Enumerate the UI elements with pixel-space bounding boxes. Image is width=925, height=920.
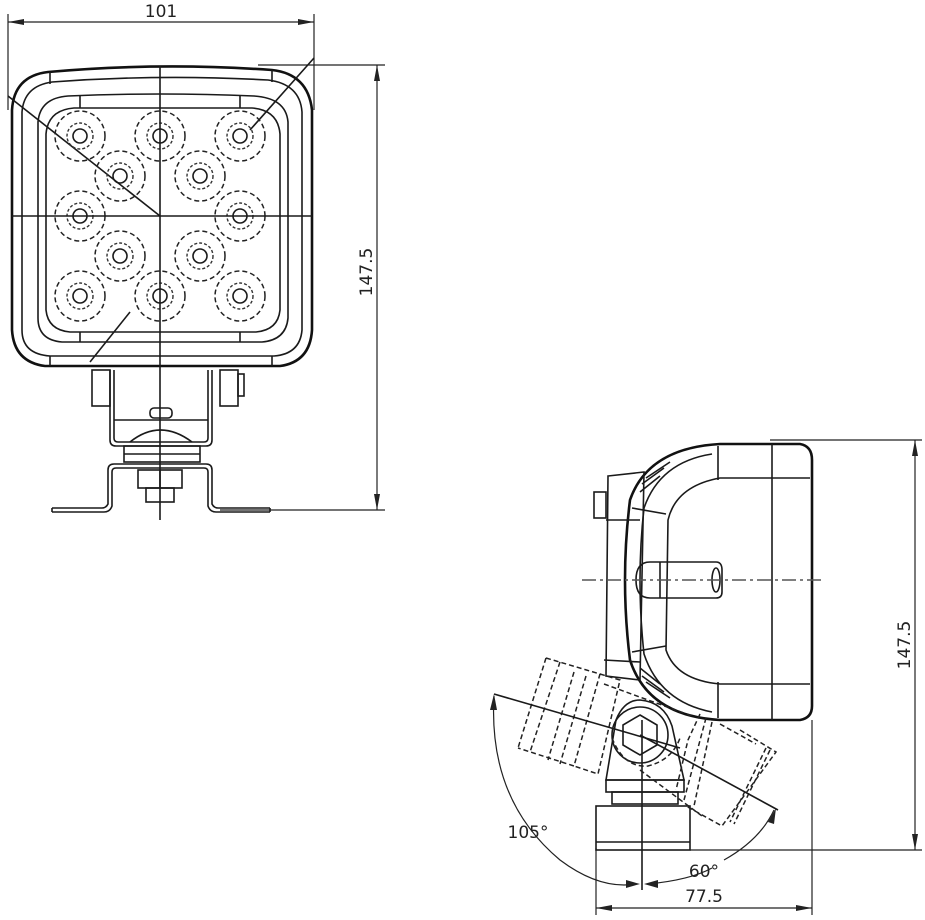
width-dimension-label: 101 [145, 2, 177, 22]
swivel-mount [595, 699, 691, 890]
tilt-angle-dimensions: 105° 60° [490, 694, 776, 888]
front-mount-bracket [51, 369, 271, 513]
led [174, 230, 226, 282]
tilt-forward-angle-label: 60° [689, 862, 719, 882]
side-housing [593, 442, 814, 722]
led [94, 230, 146, 282]
front-height-dimension: 147.5 [220, 64, 385, 511]
front-view: 101 147.5 [7, 2, 385, 520]
led [94, 150, 146, 202]
side-view: 147.5 77.5 [490, 439, 922, 915]
tilt-ghost-forward [639, 713, 779, 827]
side-height-dimension: 147.5 [690, 439, 922, 851]
led [214, 270, 266, 322]
led [214, 110, 266, 162]
depth-dimension: 77.5 [595, 720, 813, 915]
housing-outer [10, 65, 314, 368]
depth-dimension-label: 77.5 [685, 887, 723, 907]
tilt-back-angle-label: 105° [508, 823, 549, 843]
led [174, 150, 226, 202]
led [54, 110, 106, 162]
width-dimension: 101 [7, 2, 315, 110]
front-height-dimension-label: 147.5 [357, 248, 377, 297]
led [54, 270, 106, 322]
side-height-dimension-label: 147.5 [895, 621, 915, 670]
tilt-ghost-back [493, 657, 693, 775]
